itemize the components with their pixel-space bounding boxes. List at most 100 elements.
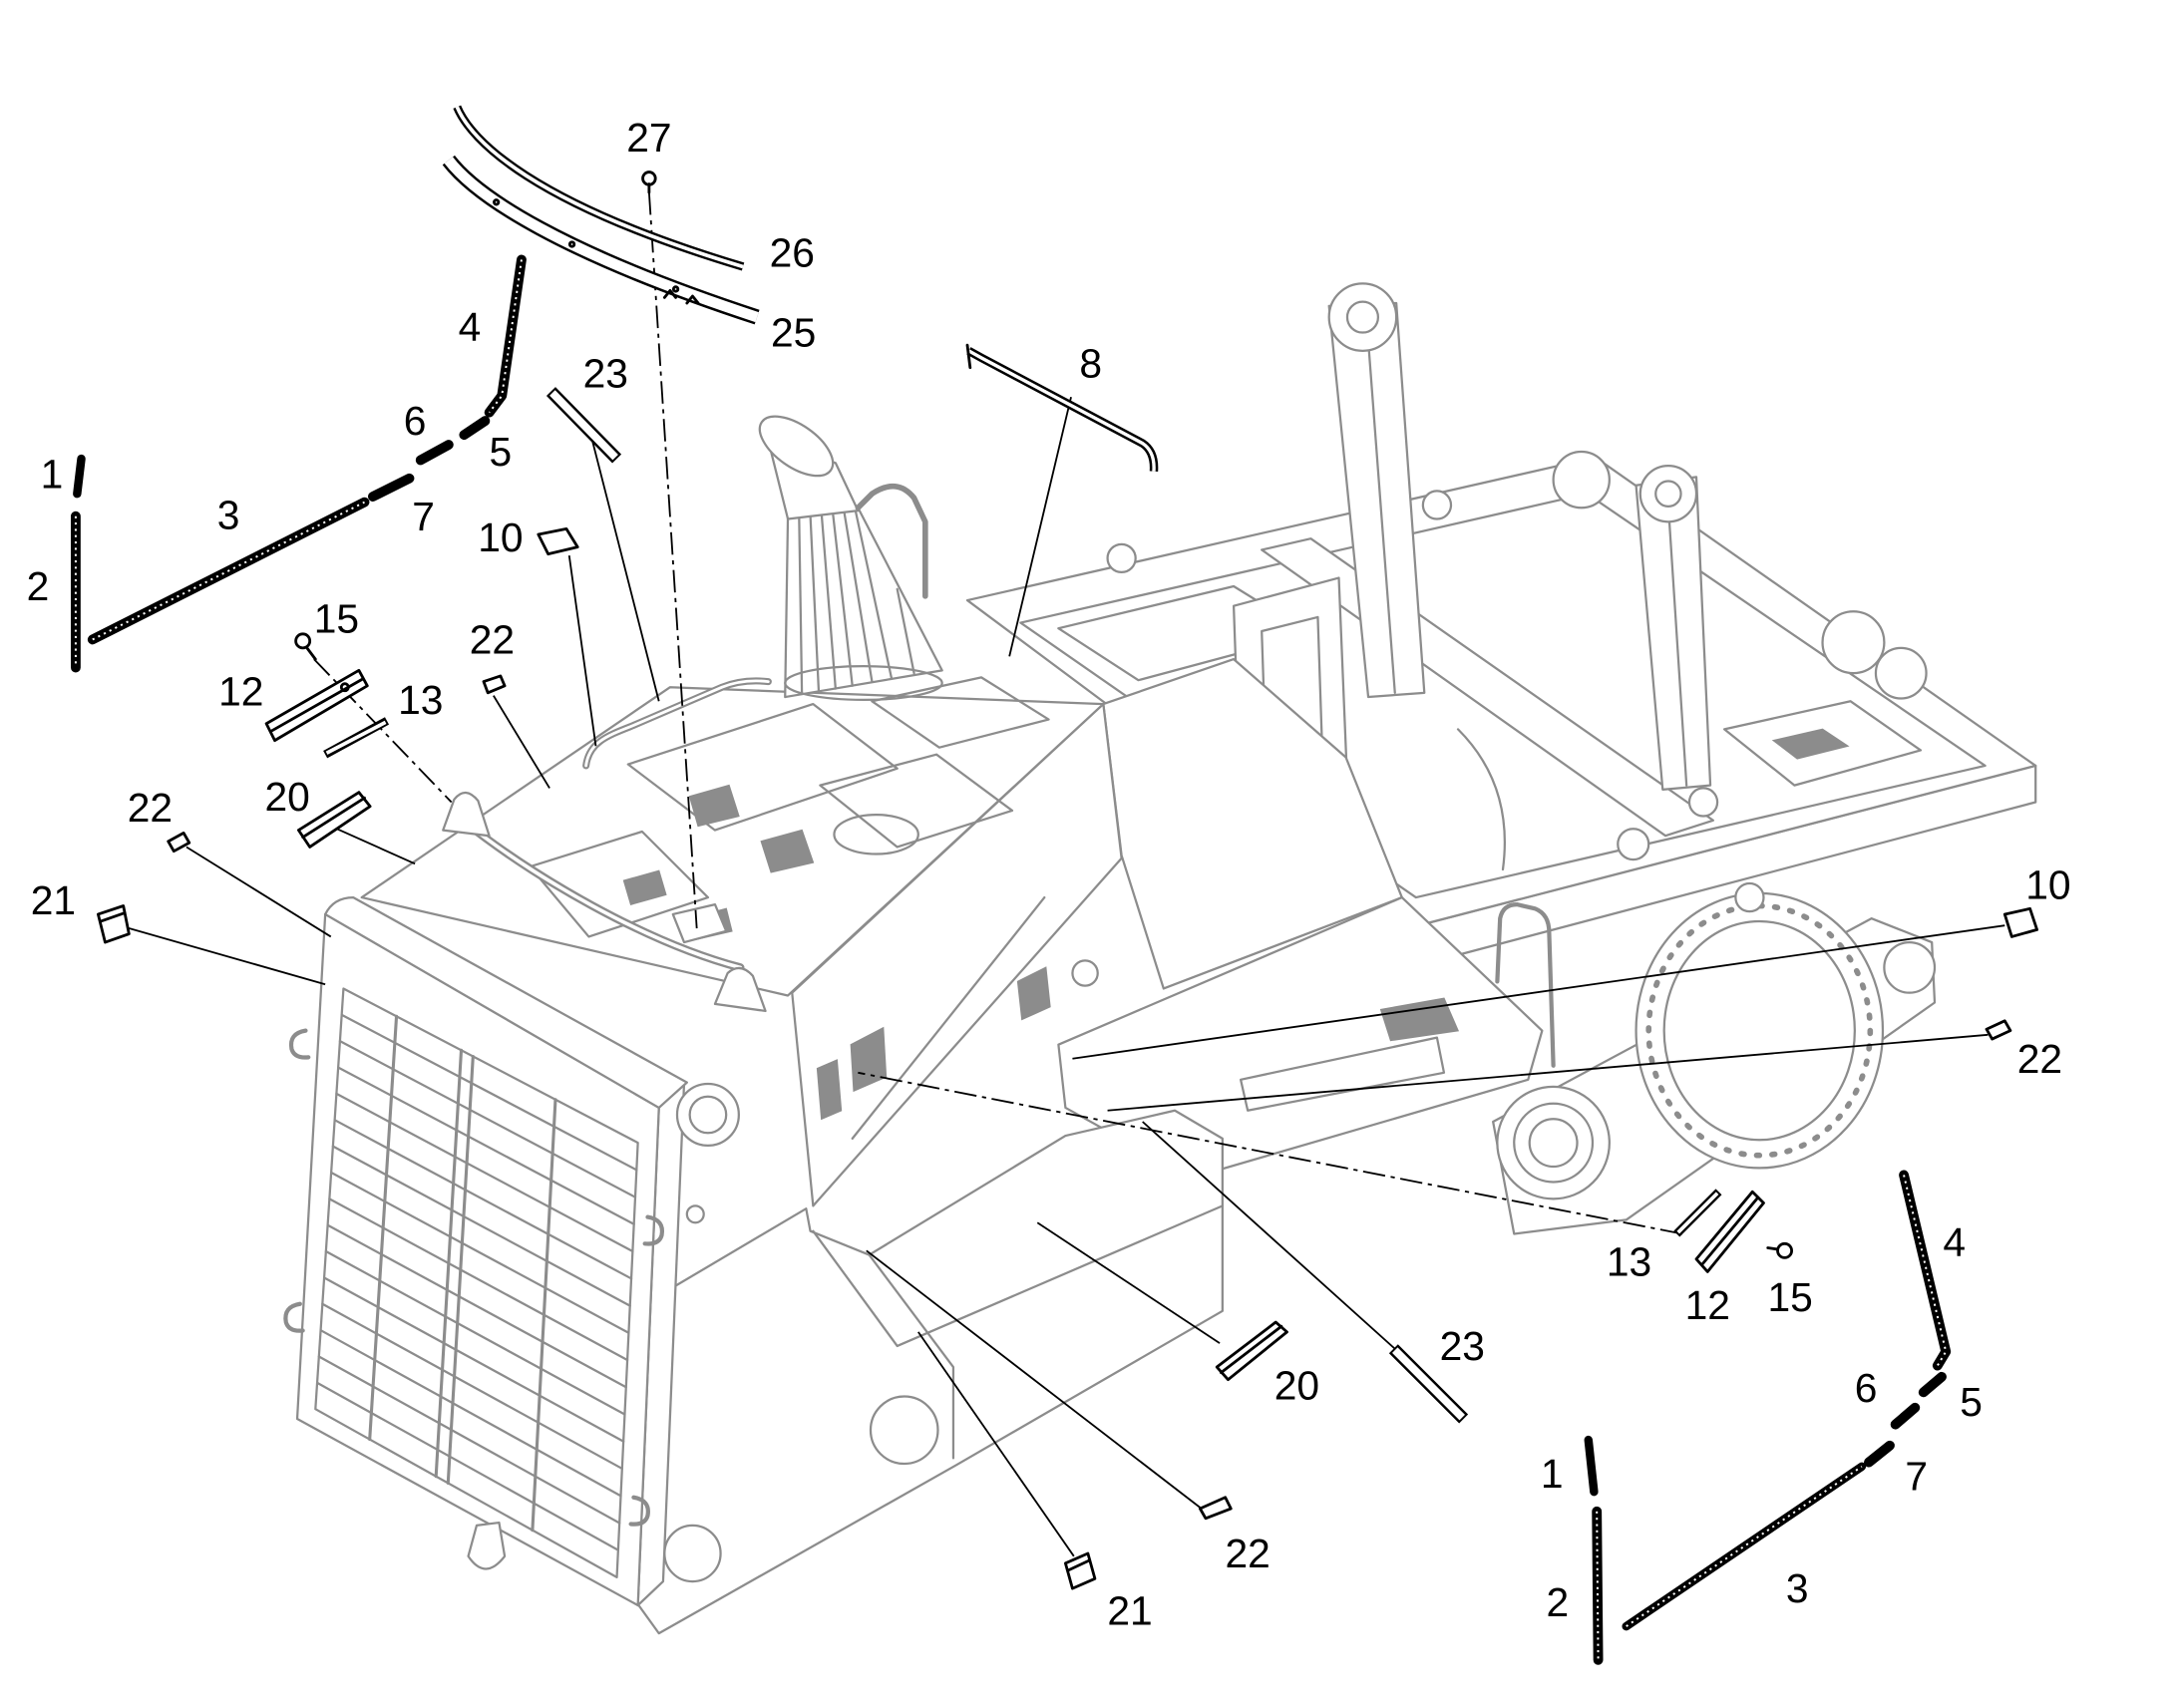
- radiator-handle-2: [283, 1301, 305, 1333]
- hub-middle: [1513, 1102, 1595, 1184]
- callout-left-21: 21: [31, 877, 76, 923]
- callout-left-2: 2: [27, 563, 50, 609]
- exploded-parts-right: [1063, 906, 2039, 1665]
- radiator-grille-slats: [316, 1013, 638, 1551]
- frame-lug-1: [1552, 450, 1611, 510]
- part-25-hole-3: [671, 285, 680, 293]
- part-21-pad-right: [1063, 1551, 1097, 1590]
- callout-left-13: 13: [398, 677, 443, 723]
- callout-right-22-lower: 22: [1225, 1531, 1270, 1576]
- part-12-plate-left: [264, 668, 369, 743]
- part-26-strip: [453, 105, 745, 271]
- radiator-side-knob: [685, 1204, 705, 1224]
- callout-left-25: 25: [771, 310, 816, 356]
- callout-left-10: 10: [478, 514, 523, 560]
- leader-left-10: [567, 554, 597, 747]
- callouts-right: 10 22 4 13 12 15 23 20 6 5 1 7 22 3 2 21: [1107, 861, 2070, 1633]
- callout-left-15: 15: [314, 595, 359, 641]
- part-4-body: [484, 254, 527, 418]
- part-26-outline: [453, 105, 745, 271]
- part-2-seal-right: [1592, 1506, 1604, 1665]
- part-8-bracket: [965, 343, 1159, 473]
- callout-left-1: 1: [41, 452, 64, 498]
- leader-right-10: [1072, 924, 2005, 1060]
- hood-side-vent-1: [816, 1059, 843, 1121]
- part-10-pad-right: [2002, 906, 2039, 938]
- part-20-pad-left: [297, 791, 372, 849]
- part-5-seal-right: [1918, 1371, 1947, 1398]
- exhaust-base-ring: [784, 664, 943, 701]
- hood-pivot-post-left: [442, 791, 491, 838]
- callout-left-7: 7: [412, 494, 435, 539]
- hood-side-vent-2: [850, 1026, 888, 1093]
- step-handrail: [1495, 901, 1556, 1068]
- radiator-grille-bars: [368, 1014, 557, 1533]
- callout-right-2: 2: [1546, 1579, 1569, 1625]
- hood-top-face: [360, 686, 1105, 997]
- hood-panel-3: [871, 676, 1050, 749]
- leader-lines: [129, 191, 2005, 1557]
- callout-left-20: 20: [265, 774, 310, 820]
- part-21-body: [96, 904, 131, 944]
- slew-ring-outer: [1635, 891, 1885, 1170]
- leader-left-21: [129, 927, 326, 986]
- part-6-seal-right: [1890, 1402, 1921, 1430]
- hood-latch-bracket: [671, 902, 728, 944]
- radiator-handle-3: [642, 1214, 665, 1246]
- machine-drawing: [283, 282, 2037, 1635]
- part-7-seal-right: [1863, 1440, 1895, 1468]
- part-23-inner: [549, 390, 618, 461]
- hood-vent-2: [760, 829, 815, 873]
- part-2-body-right: [1592, 1506, 1604, 1665]
- frame-pad-2: [1421, 490, 1453, 520]
- radiator-top-cap: [324, 895, 688, 1110]
- tower-1-edge: [1365, 321, 1396, 694]
- part-3-body-right: [1622, 1462, 1867, 1631]
- part-3-seal-right: [1622, 1462, 1867, 1631]
- callout-left-22-lower: 22: [128, 785, 173, 831]
- part-25-outline: [442, 155, 760, 325]
- engine-side-curve: [1456, 728, 1506, 871]
- callout-right-4: 4: [1943, 1219, 1966, 1265]
- hood-side-socket: [1071, 959, 1099, 987]
- exhaust-cone-ribs: [798, 508, 915, 694]
- part-4-seal-left: [484, 254, 527, 418]
- part-22-pad-right-lower: [1198, 1496, 1233, 1521]
- hood-vent-1: [688, 784, 740, 828]
- exhaust-cone: [784, 507, 943, 699]
- part-22-pad-left-lower: [167, 832, 191, 854]
- part-26-inner: [455, 106, 744, 269]
- callout-right-10: 10: [2025, 861, 2070, 907]
- callout-right-13: 13: [1607, 1239, 1651, 1285]
- part-25-hole-1: [492, 198, 501, 206]
- radiator-frame: [295, 912, 660, 1607]
- lower-body-shell: [632, 1109, 1224, 1635]
- part-25-strip: [442, 155, 760, 325]
- leader-right-20: [1036, 1221, 1221, 1344]
- part-15-bolt-right: [1766, 1241, 1794, 1259]
- hood-side: [791, 702, 1123, 1207]
- part-12-hole: [339, 682, 350, 693]
- part-5-seal-left: [459, 416, 491, 441]
- centerline-left-12-13-15: [313, 658, 453, 804]
- lower-body-hole-2: [663, 1524, 722, 1583]
- tower-1-eye-bore: [1345, 300, 1380, 334]
- tower-2-eye-bore: [1654, 480, 1682, 508]
- part-4-hatch: [488, 259, 523, 414]
- callout-left-12: 12: [218, 668, 263, 714]
- part-1-seal-right: [1584, 1435, 1599, 1497]
- slew-ring-assembly: [1492, 891, 1937, 1235]
- callout-right-23: 23: [1440, 1323, 1485, 1369]
- part-6-seal-left: [415, 440, 454, 466]
- part-4-seal-right: [1899, 1170, 1952, 1371]
- frame-plate-hatch: [1771, 728, 1850, 760]
- hood-vent-3: [622, 869, 667, 905]
- radiator-pivot-cylinder: [675, 1082, 740, 1148]
- part-15-shank: [305, 646, 317, 661]
- leader-left-22-upper: [493, 695, 550, 789]
- hood-front-arch-highlight: [461, 819, 743, 970]
- hood-roll-bar-highlight: [584, 679, 770, 768]
- hood-panel-2: [819, 753, 1014, 849]
- part-8-hook: [965, 343, 972, 370]
- part-15-head-right: [1776, 1241, 1794, 1259]
